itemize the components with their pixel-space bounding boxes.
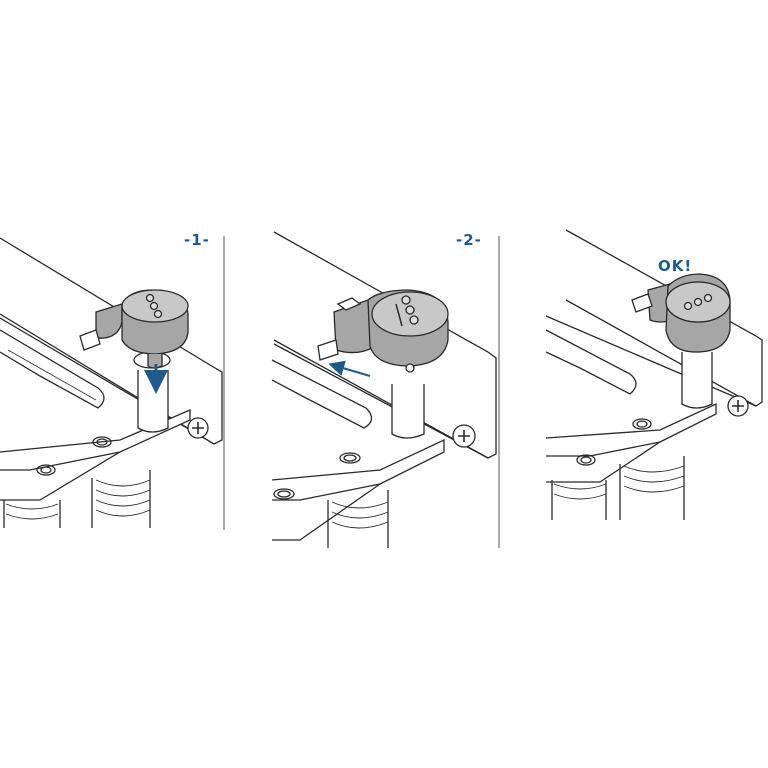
arrow-left-icon xyxy=(328,360,371,377)
panel-step-2 xyxy=(271,231,500,548)
knob-part-3 xyxy=(631,273,731,353)
knob-part-1 xyxy=(79,289,189,369)
step-label-1: -1- xyxy=(184,231,210,249)
panel-step-3 xyxy=(545,229,763,520)
step-label-2: -2- xyxy=(456,231,482,249)
knob-part-2 xyxy=(317,289,449,373)
panel-step-1 xyxy=(0,236,225,530)
ok-label: OK! xyxy=(658,257,693,275)
